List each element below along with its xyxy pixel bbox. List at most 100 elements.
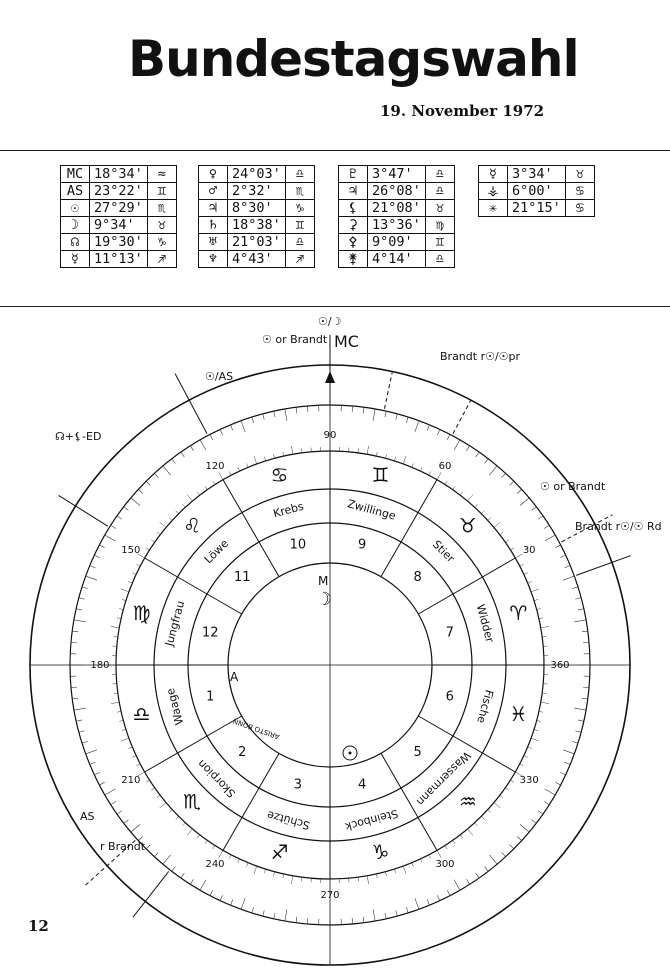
scale-tick (99, 544, 105, 548)
scale-tick (376, 873, 378, 879)
scale-tick (574, 707, 587, 711)
scale-tick (436, 472, 442, 480)
scale-tick (123, 819, 129, 824)
cell-symbol: ♆ (198, 250, 228, 268)
scale-tick (534, 599, 539, 601)
cell-symbol: ♀ (198, 165, 228, 183)
scale-tick (218, 850, 224, 858)
cell-sign: ♐ (146, 250, 177, 268)
scale-tick (519, 564, 524, 567)
a-label: A (230, 670, 239, 684)
cell-symbol: ♃ (338, 182, 368, 200)
cell-value: 18°34' (89, 165, 148, 183)
scale-tick (519, 497, 530, 506)
scale-tick (162, 465, 171, 476)
cell-symbol: ☿ (478, 165, 508, 183)
cell-sign: ♊ (146, 182, 177, 200)
scale-tick (406, 416, 409, 423)
election-date: 19. November 1972 (380, 102, 545, 120)
scale-tick (145, 779, 150, 783)
house-number: 4 (358, 777, 366, 792)
marker-line (561, 514, 613, 543)
scale-tick (414, 420, 420, 433)
outer-annotation: Brandt r☉/☉pr (440, 350, 521, 363)
cell-sign: ♎ (424, 182, 455, 200)
cell-value: 9°34' (89, 216, 148, 234)
scale-tick (219, 895, 223, 901)
scale-tick (307, 405, 309, 412)
table-row: ⚵4°14'♎ (338, 250, 455, 268)
scale-tick (253, 455, 258, 464)
scale-tick (284, 408, 288, 421)
scale-tick (121, 729, 126, 731)
scale-tick (384, 411, 387, 418)
table-row: ♂2°32'♏ (198, 182, 315, 200)
table-row: ♃8°30'♑ (198, 199, 315, 217)
table-row: ♆4°43'♐ (198, 250, 315, 268)
scale-tick (237, 467, 240, 472)
house-number: 8 (414, 570, 422, 585)
cell-value: 18°38' (227, 216, 286, 234)
scale-tick (182, 822, 186, 827)
zodiac-glyph: ♍ (133, 601, 151, 625)
cell-sign: ♐ (284, 250, 315, 268)
cell-sign: ♏ (284, 182, 315, 200)
scale-tick (199, 439, 207, 451)
cell-symbol: ♃ (198, 199, 228, 217)
marker-line (174, 373, 208, 434)
cell-value: 6°00' (507, 182, 566, 200)
scale-tick (542, 636, 547, 638)
scale-tick (351, 918, 353, 925)
scale-tick (175, 816, 179, 820)
scale-tick (123, 506, 129, 511)
scale-tick (301, 448, 303, 453)
cell-value: 21°03' (227, 233, 286, 251)
house-number: 3 (294, 777, 302, 792)
cell-value: 4°14' (367, 250, 426, 268)
scale-tick (501, 473, 506, 478)
scale-tick (519, 824, 530, 833)
scale-tick (517, 489, 522, 494)
scale-tick (145, 547, 150, 551)
scale-tick (78, 730, 85, 733)
sign-divider (418, 557, 516, 615)
scale-tick (171, 458, 176, 464)
scale-tick (273, 912, 276, 919)
scale-tick (212, 480, 216, 485)
positions-table: ♀24°03'♎♂2°32'♏♃8°30'♑♄18°38'♊♅21°03'♎♆4… (198, 165, 315, 268)
scale-tick (240, 897, 246, 910)
maker-label: ARISTO BONN (232, 716, 281, 740)
scale-tick (307, 918, 309, 925)
scale-tick (175, 510, 179, 514)
scale-tick (72, 630, 79, 633)
table-row: ⚸21°08'♉ (338, 199, 455, 217)
scale-tick (475, 872, 480, 879)
cell-symbol: MC (60, 165, 90, 183)
scale-tick (76, 608, 83, 611)
scale-tick (536, 608, 541, 610)
scale-tick (94, 772, 100, 776)
marker-line (132, 871, 170, 918)
scale-tick (137, 553, 145, 559)
scale-tick (499, 531, 504, 535)
scale-tick (395, 910, 398, 917)
scale-tick (426, 899, 430, 906)
sign-divider (222, 479, 280, 577)
scale-tick (81, 586, 88, 589)
scale-tick (581, 630, 588, 633)
scale-tick (273, 411, 276, 418)
table-row: ☊19°30'♑ (60, 233, 177, 251)
cell-symbol: ⚶ (478, 182, 508, 200)
scale-tick (366, 875, 369, 885)
scale-tick (501, 852, 506, 857)
scale-tick (452, 486, 456, 490)
scale-tick (284, 909, 288, 922)
scale-tick (394, 869, 396, 874)
scale-tick (282, 873, 284, 879)
scale-tick (94, 554, 100, 558)
scale-tick (229, 854, 232, 859)
scale-tick (406, 907, 409, 914)
scale-tick (246, 862, 249, 867)
scale-tick (218, 472, 224, 480)
